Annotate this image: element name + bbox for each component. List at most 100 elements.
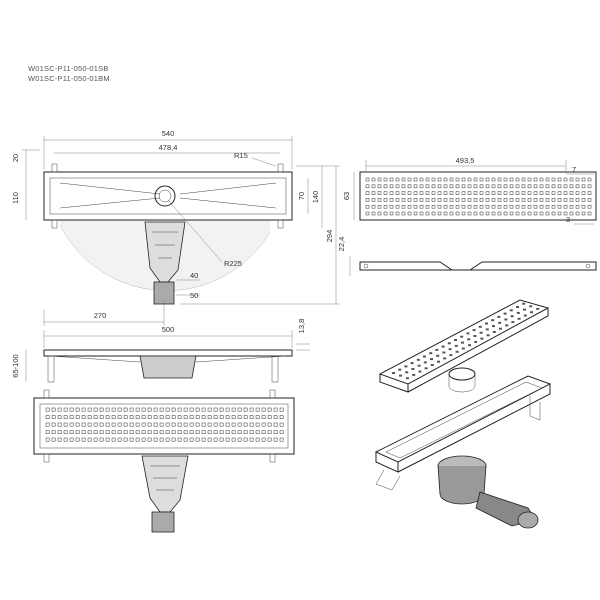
grate-top-hole <box>135 422 140 427</box>
grate-hole <box>515 204 520 209</box>
grate-hole <box>557 204 562 209</box>
grate-hole <box>569 184 574 189</box>
grate-top-hole <box>87 415 92 419</box>
grate-hole <box>557 211 562 216</box>
grate-hole <box>545 204 550 209</box>
grate-hole <box>467 211 472 216</box>
grate-perforation <box>365 177 592 216</box>
grate-top-hole <box>75 415 80 419</box>
grate-hole <box>569 204 574 209</box>
grate-top-hole <box>141 437 146 442</box>
grate-top-hole <box>69 415 74 419</box>
grate-top-hole <box>51 430 56 434</box>
grate-hole <box>461 211 466 216</box>
grate-top-hole <box>225 437 230 442</box>
grate-top-hole <box>111 437 116 442</box>
grate-top-hole <box>171 407 176 412</box>
grate-top-hole <box>213 415 218 419</box>
grate-hole <box>389 177 394 182</box>
grate-hole <box>407 177 412 182</box>
grate-top-hole <box>219 407 224 412</box>
grate-hole <box>455 198 460 202</box>
iso-grate-hole <box>499 327 502 330</box>
grate-hole <box>419 198 424 202</box>
iso-grate-hole <box>454 344 458 347</box>
product-codes: W01SC-P11-050-01SB W01SC-P11-050-01BM <box>28 64 110 84</box>
grate-top-hole <box>153 437 158 442</box>
grate-hole <box>395 191 400 195</box>
grate-top-hole <box>63 422 68 427</box>
grate-hole <box>587 211 592 216</box>
grate-top-hole <box>135 437 140 442</box>
grate-hole <box>479 184 484 189</box>
grate-top-hole <box>135 407 140 412</box>
grate-top-hole <box>195 415 200 419</box>
grate-hole <box>527 191 532 195</box>
grate-hole <box>395 184 400 189</box>
grate-top-hole <box>111 415 116 419</box>
iso-grate-hole <box>437 360 440 363</box>
grate-hole <box>551 211 556 216</box>
grate-top-hole <box>81 415 86 419</box>
dim-270: 270 <box>94 311 107 320</box>
grate-top-hole <box>201 415 206 419</box>
grate-hole <box>461 191 466 195</box>
grate-top-hole <box>63 415 68 419</box>
grate-top-hole <box>69 437 74 442</box>
grate-hole <box>581 191 586 195</box>
grate-top-hole <box>279 430 284 434</box>
grate-top-hole <box>153 430 158 434</box>
dim-70: 70 <box>297 192 306 200</box>
grate-hole <box>509 198 514 202</box>
grate-top-hole <box>45 437 50 442</box>
grate-hole <box>509 191 514 195</box>
grate-top-perforation <box>45 407 284 442</box>
grate-top-hole <box>243 430 248 434</box>
iso-grate-hole <box>511 321 515 324</box>
grate-top-hole <box>261 437 266 442</box>
grate-hole <box>425 191 430 195</box>
grate-hole <box>437 211 442 216</box>
iso-grate-hole <box>523 308 526 311</box>
grate-hole <box>419 191 424 195</box>
foot-bottom-left <box>51 219 58 229</box>
grate-top-hole <box>267 430 272 434</box>
grate-top-hole <box>123 437 128 442</box>
grate-top-hole <box>273 430 278 434</box>
grate-top-hole <box>237 422 242 427</box>
dim-line-540 <box>43 136 293 170</box>
grate-top-hole <box>141 407 146 412</box>
grate-top-hole <box>261 407 266 412</box>
grate-top-hole <box>177 437 182 442</box>
iso-grate-hole <box>405 371 409 374</box>
dim-line-20 <box>22 149 40 172</box>
grate-top-hole <box>141 430 146 434</box>
grate-top-hole <box>111 430 116 434</box>
grate-top-hole <box>93 437 98 442</box>
grate-hole <box>431 198 436 202</box>
grate-hole <box>551 204 556 209</box>
grate-hole <box>419 211 424 216</box>
grate-top-hole <box>129 430 134 434</box>
grate-hole <box>557 184 562 189</box>
grate-hole <box>497 198 502 202</box>
grate-top-hole <box>279 437 284 442</box>
grate-hole <box>437 204 442 209</box>
grate-top-hole <box>201 430 206 434</box>
slope-lines <box>59 182 277 209</box>
grate-hole <box>569 177 574 182</box>
grate-hole <box>551 191 556 195</box>
grate-top-hole <box>129 415 134 419</box>
grate-top-hole <box>129 422 134 427</box>
iso-strainer-body <box>448 374 476 393</box>
grate-hole <box>563 211 568 216</box>
grate-top-hole <box>189 430 194 434</box>
grate-hole <box>431 177 436 182</box>
iso-grate-hole <box>430 358 433 361</box>
grate-top-hole <box>255 422 260 427</box>
iso-grate-hole <box>430 364 434 366</box>
iso-grate-hole <box>516 311 520 314</box>
grate-top-hole <box>129 437 134 442</box>
grate-top-hole <box>237 430 242 434</box>
grate-hole <box>443 198 448 202</box>
